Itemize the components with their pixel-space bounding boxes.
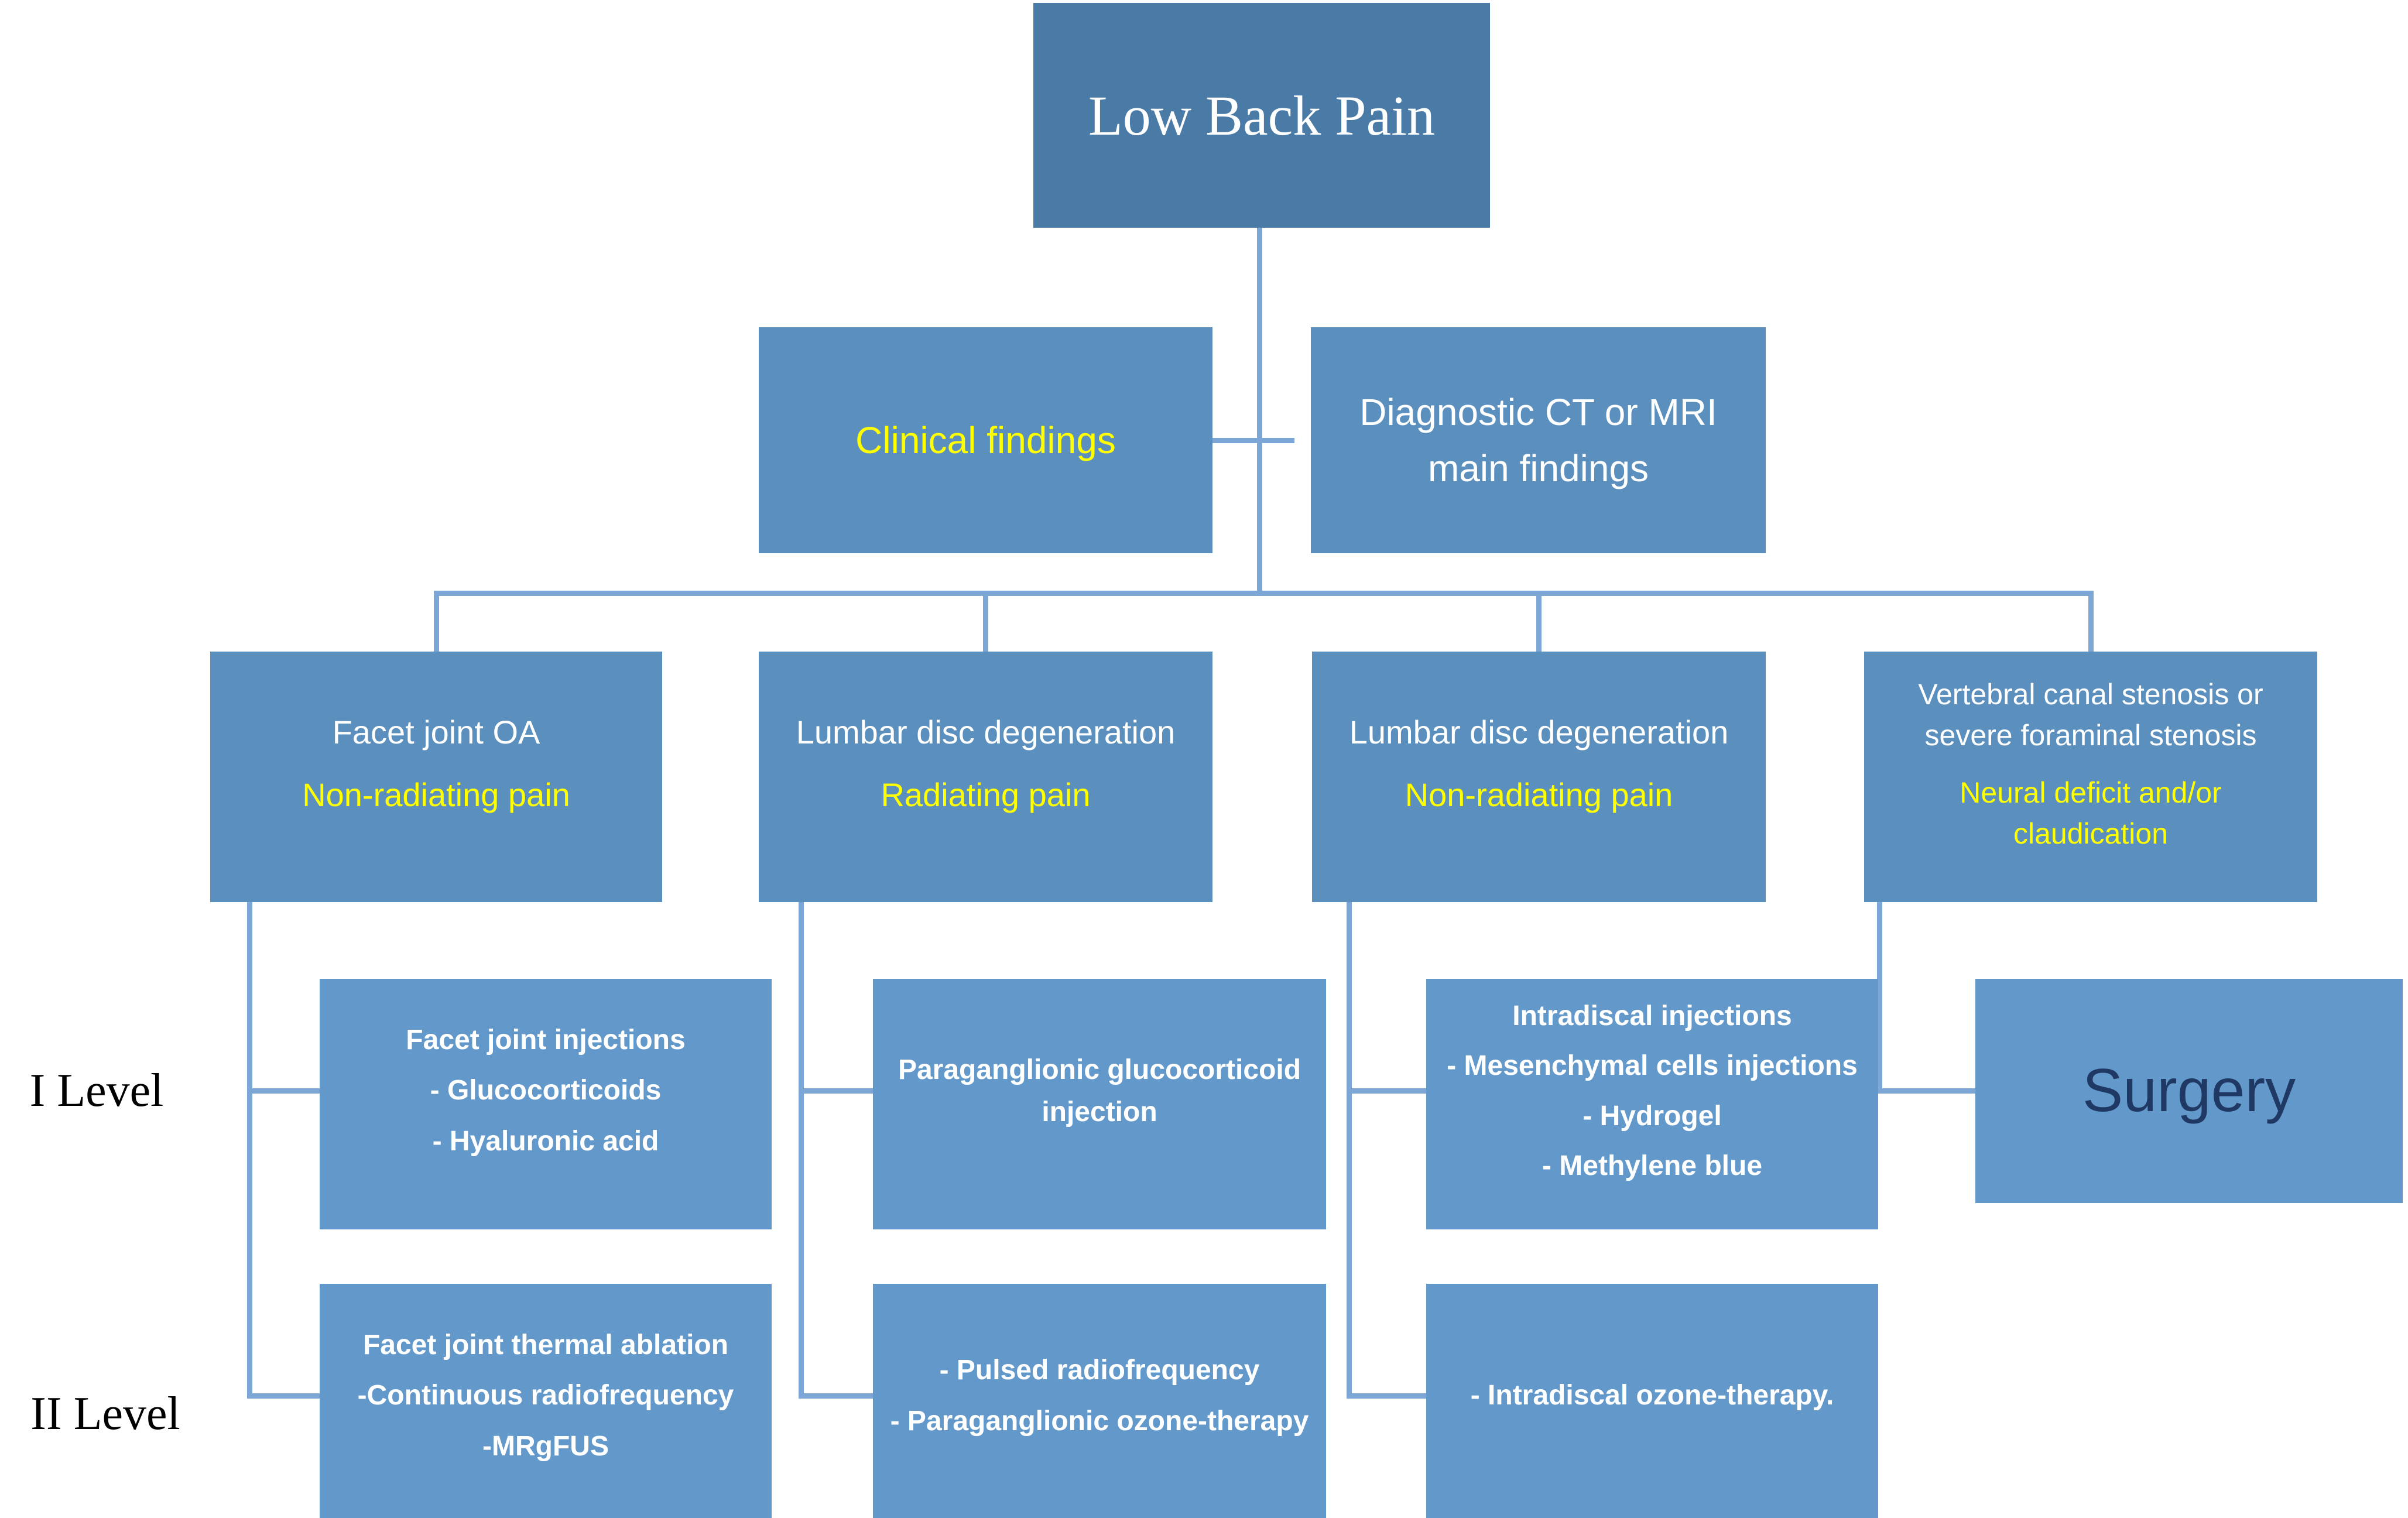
node-intradiscal-ozone-therapy: - Intradiscal ozone-therapy.	[1426, 1284, 1878, 1518]
connector-drop-column-3	[1536, 593, 1542, 652]
node-clinical-findings: Clinical findings	[759, 327, 1212, 553]
intradiscal-injections-content: Intradiscal injections - Mesenchymal cel…	[1447, 991, 1858, 1191]
row-label-level-2: II Level	[9, 1373, 202, 1455]
pulsed-radiofrequency-line-2: - Paraganglionic ozone-therapy	[890, 1405, 1309, 1437]
connector-clinical-tick	[1212, 438, 1294, 443]
node-lumbar-disc-degeneration-radiating: Lumbar disc degeneration Radiating pain	[759, 652, 1212, 902]
thermal-ablation-line-2: -Continuous radiofrequency	[357, 1380, 734, 1411]
paraganglionic-injection-content: Paraganglionic glucocorticoid injection	[898, 1049, 1301, 1133]
node-surgery: Surgery	[1975, 979, 2403, 1203]
connector-column4-vertical	[1877, 876, 1882, 1091]
facet-joint-oa-content: Facet joint OA Non-radiating pain	[302, 710, 570, 818]
stenosis-primary-line-1: Vertebral canal stenosis or	[1918, 677, 2263, 711]
paraganglionic-injection-line-1: Paraganglionic glucocorticoid	[898, 1054, 1301, 1085]
pulsed-radiofrequency-content: - Pulsed radiofrequency - Paraganglionic…	[890, 1345, 1309, 1447]
node-clinical-findings-label: Clinical findings	[855, 419, 1116, 461]
lumbar-nonradiating-content: Lumbar disc degeneration Non-radiating p…	[1349, 710, 1729, 818]
lumbar-nonradiating-primary: Lumbar disc degeneration	[1349, 714, 1729, 751]
connector-column1-vertical	[247, 876, 252, 1399]
connector-column3-spur-level2	[1347, 1393, 1426, 1399]
stenosis-highlight-line-2: claudication	[2013, 817, 2169, 850]
intradiscal-injections-line-3: - Hydrogel	[1583, 1100, 1722, 1132]
node-intradiscal-injections: Intradiscal injections - Mesenchymal cel…	[1426, 979, 1878, 1229]
row-label-level-1-text: I Level	[29, 1064, 164, 1116]
diagnostic-line-2: main findings	[1427, 447, 1649, 489]
stenosis-primary-line-2: severe foraminal stenosis	[1924, 718, 2257, 752]
intradiscal-injections-line-1: Intradiscal injections	[1512, 1000, 1792, 1032]
stenosis-content: Vertebral canal stenosis or severe foram…	[1918, 674, 2263, 854]
connector-column2-vertical	[799, 876, 804, 1399]
lumbar-radiating-content: Lumbar disc degeneration Radiating pain	[796, 710, 1176, 818]
facet-joint-injections-content: Facet joint injections - Glucocorticoids…	[406, 1015, 685, 1167]
node-diagnostic-ct-mri: Diagnostic CT or MRI main findings	[1311, 327, 1766, 553]
stenosis-primary: Vertebral canal stenosis or severe foram…	[1918, 674, 2263, 756]
connector-distribution-horizontal	[434, 591, 2094, 596]
node-facet-joint-oa: Facet joint OA Non-radiating pain	[210, 652, 662, 902]
node-facet-joint-injections: Facet joint injections - Glucocorticoids…	[320, 979, 772, 1229]
lumbar-radiating-primary: Lumbar disc degeneration	[796, 714, 1176, 751]
connector-column1-spur-level2	[247, 1393, 320, 1399]
node-low-back-pain: Low Back Pain	[1033, 3, 1490, 228]
node-facet-joint-thermal-ablation: Facet joint thermal ablation -Continuous…	[320, 1284, 772, 1518]
node-lumbar-disc-degeneration-nonradiating: Lumbar disc degeneration Non-radiating p…	[1312, 652, 1766, 902]
connector-column2-spur-level2	[799, 1393, 873, 1399]
connector-drop-column-2	[983, 593, 988, 652]
node-pulsed-radiofrequency: - Pulsed radiofrequency - Paraganglionic…	[873, 1284, 1326, 1518]
node-diagnostic-ct-mri-label: Diagnostic CT or MRI main findings	[1359, 384, 1717, 496]
facet-joint-oa-primary: Facet joint OA	[332, 714, 540, 751]
node-vertebral-canal-stenosis: Vertebral canal stenosis or severe foram…	[1864, 652, 2317, 902]
lumbar-radiating-highlight: Radiating pain	[881, 776, 1091, 813]
connector-drop-column-1	[434, 593, 439, 652]
pulsed-radiofrequency-line-1: - Pulsed radiofrequency	[939, 1355, 1260, 1386]
thermal-ablation-line-1: Facet joint thermal ablation	[362, 1329, 729, 1361]
lumbar-nonradiating-highlight: Non-radiating pain	[1405, 776, 1673, 813]
facet-joint-injections-line-2: - Glucocorticoids	[430, 1075, 662, 1106]
connector-drop-column-4	[2088, 593, 2094, 652]
surgery-label: Surgery	[2082, 1057, 2296, 1125]
node-low-back-pain-label: Low Back Pain	[1088, 84, 1435, 147]
connector-column3-spur-level1	[1347, 1088, 1426, 1094]
facet-joint-oa-highlight: Non-radiating pain	[302, 776, 570, 813]
stenosis-highlight: Neural deficit and/or claudication	[1918, 772, 2263, 854]
connector-column2-spur-level1	[799, 1088, 873, 1094]
row-label-level-2-text: II Level	[30, 1387, 180, 1440]
intradiscal-injections-line-4: - Methylene blue	[1542, 1150, 1763, 1181]
thermal-ablation-line-3: -MRgFUS	[482, 1430, 609, 1462]
paraganglionic-injection-line-2: injection	[1042, 1096, 1157, 1128]
intradiscal-ozone-line-1: - Intradiscal ozone-therapy.	[1470, 1380, 1834, 1411]
facet-joint-injections-line-1: Facet joint injections	[406, 1024, 686, 1056]
connector-column4-spur-surgery	[1877, 1088, 1975, 1094]
intradiscal-injections-line-2: - Mesenchymal cells injections	[1447, 1050, 1858, 1082]
diagnostic-line-1: Diagnostic CT or MRI	[1359, 391, 1717, 433]
connector-column1-spur-level1	[247, 1088, 320, 1094]
connector-root-stem	[1257, 228, 1262, 593]
connector-column3-vertical	[1347, 876, 1352, 1399]
node-paraganglionic-glucocorticoid-injection: Paraganglionic glucocorticoid injection	[873, 979, 1326, 1229]
stenosis-highlight-line-1: Neural deficit and/or	[1960, 776, 2222, 809]
thermal-ablation-content: Facet joint thermal ablation -Continuous…	[358, 1320, 734, 1472]
row-label-level-1: I Level	[9, 1050, 184, 1132]
facet-joint-injections-line-3: - Hyaluronic acid	[432, 1125, 659, 1157]
